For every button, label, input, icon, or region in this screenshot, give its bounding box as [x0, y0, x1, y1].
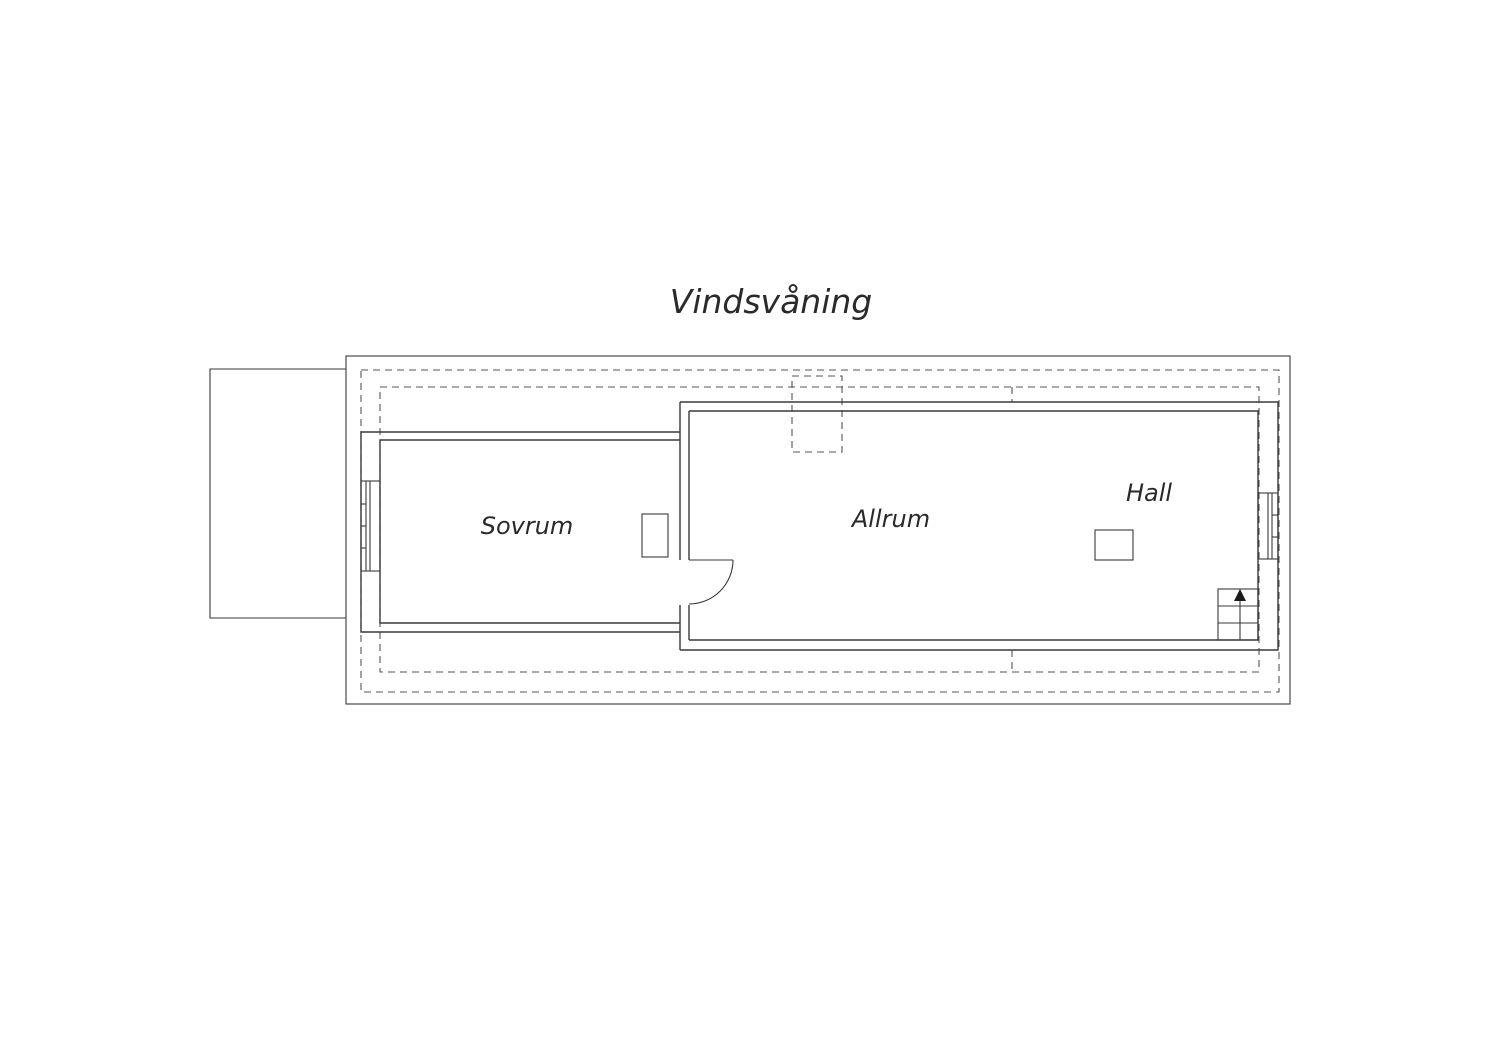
sovrum-chimney	[641, 513, 669, 558]
building-outline	[345, 355, 1291, 705]
allrum-wall-inner	[689, 410, 1259, 641]
room-label-allrum: Allrum	[850, 505, 930, 533]
staircase	[1217, 588, 1259, 641]
adjacent-structure	[209, 368, 346, 619]
window-left	[360, 480, 381, 572]
allrum-wall-outer	[680, 401, 1279, 651]
roof-hatch	[1094, 529, 1134, 561]
door-swing	[688, 559, 734, 605]
floor-title: Vindsvåning	[670, 282, 873, 321]
window-right	[1257, 492, 1279, 560]
room-label-hall: Hall	[1126, 479, 1172, 507]
room-label-sovrum: Sovrum	[481, 512, 574, 540]
chimney-outline	[791, 375, 843, 453]
stair-up-arrow-icon	[1234, 589, 1246, 601]
